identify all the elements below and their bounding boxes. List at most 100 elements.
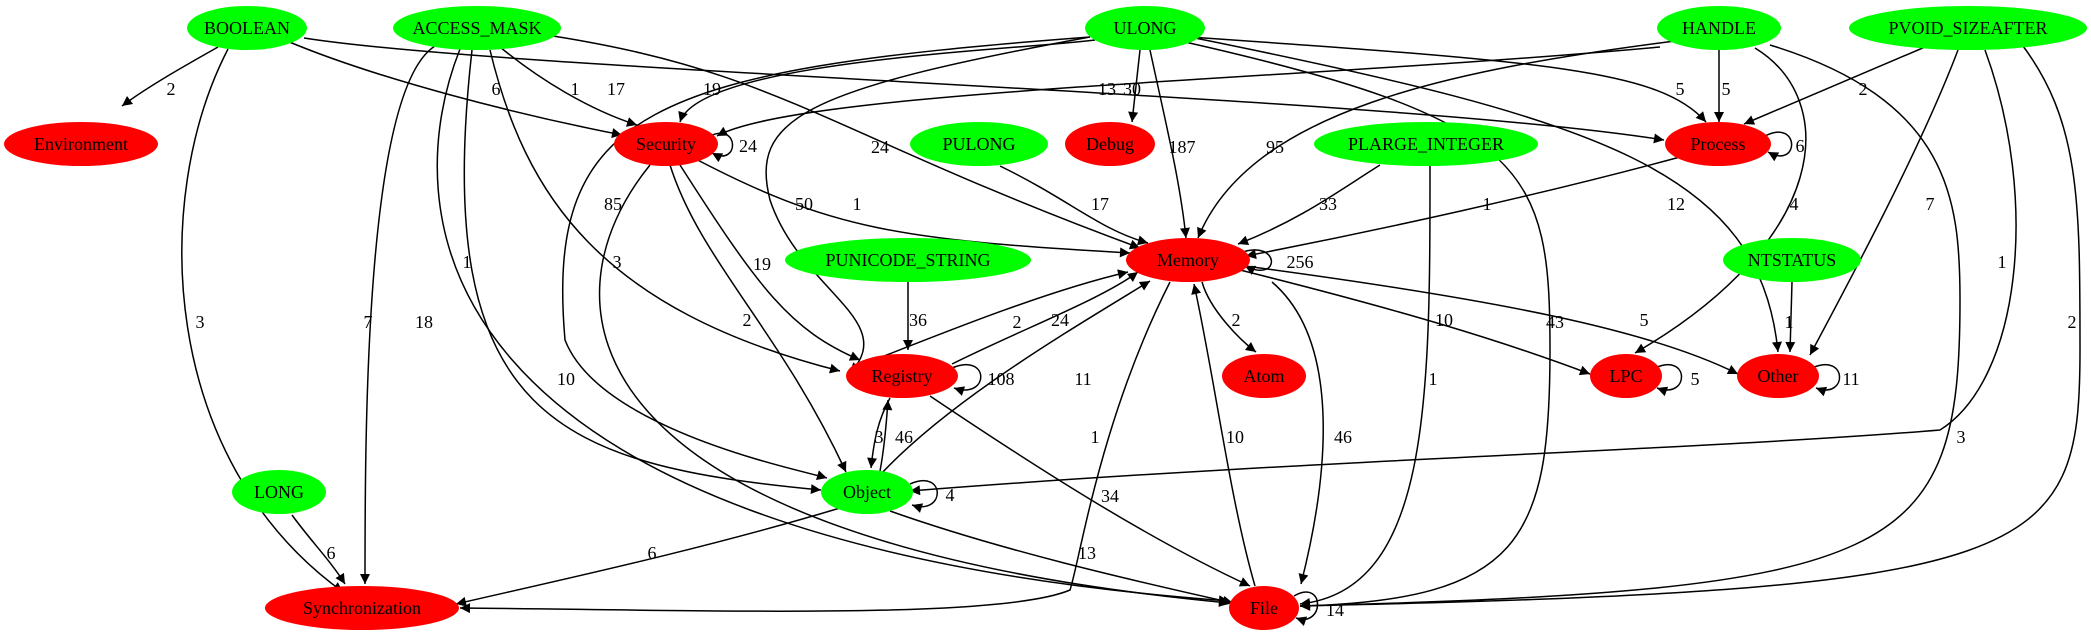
- edge-memory-to-memory: [1239, 249, 1273, 275]
- edge-label-pvoid-sizeafter-to-object: 1: [1998, 252, 2007, 272]
- edge-object-to-memory: [879, 280, 1151, 476]
- edge-process-to-memory: [1245, 156, 1681, 260]
- edge-security-to-memory: [689, 155, 1131, 258]
- edge-label-security-to-memory: 1: [853, 194, 862, 214]
- edge-label-handle-to-security: 13: [1098, 79, 1116, 99]
- edge-registry-to-registry: [951, 364, 982, 396]
- edge-object-to-registry: [879, 399, 893, 472]
- edge-label-security-to-registry: 19: [753, 254, 771, 274]
- node-other: Other: [1737, 354, 1819, 398]
- edge-access-mask-to-security: [499, 46, 638, 127]
- node-label-punicode-string: PUNICODE_STRING: [825, 250, 990, 270]
- edge-label-file-to-memory: 10: [1226, 427, 1244, 447]
- edge-label-access-mask-to-registry: 85: [604, 194, 622, 214]
- edge-label-file-to-file: 14: [1326, 600, 1344, 620]
- edge-label-plarge-integer-to-memory: 33: [1319, 194, 1337, 214]
- edge-ntstatus-to-other: [1785, 281, 1796, 353]
- edge-label-ulong-to-process: 5: [1676, 79, 1685, 99]
- edge-label-ulong-to-memory: 187: [1169, 137, 1196, 157]
- edge-label-handle-to-lpc: 4: [1790, 194, 1799, 214]
- edge-label-security-to-object: 2: [743, 310, 752, 330]
- edge-security-to-file: [598, 164, 1230, 608]
- node-shape-lpc: [1590, 354, 1662, 398]
- edge-access-mask-to-synchronization: [360, 45, 436, 585]
- edge-boolean-to-synchronization: [181, 48, 344, 593]
- edge-boolean-to-process: [303, 37, 1665, 144]
- node-shape-pulong: [910, 122, 1048, 166]
- node-memory: Memory: [1126, 238, 1250, 282]
- edge-access-mask-to-object: [463, 49, 822, 495]
- node-shape-other: [1737, 354, 1819, 398]
- edge-object-to-object: [909, 480, 938, 513]
- edge-file-to-file: [1293, 591, 1319, 626]
- edge-label-access-mask-to-memory: 24: [871, 137, 889, 157]
- node-label-atom: Atom: [1243, 366, 1284, 386]
- node-label-security: Security: [636, 134, 696, 154]
- node-shape-pvoid-sizeafter: [1849, 6, 2087, 50]
- edge-boolean-to-environment: [121, 46, 219, 107]
- node-access-mask: ACCESS_MASK: [393, 6, 561, 50]
- edge-ulong-to-registry: [765, 36, 1091, 374]
- node-long: LONG: [232, 470, 326, 514]
- edge-ulong-to-file: [1184, 41, 1551, 611]
- node-shape-file: [1229, 586, 1299, 630]
- edge-label-ntstatus-to-other: 1: [1785, 312, 1794, 332]
- edge-process-to-process: [1764, 131, 1793, 162]
- edge-pvoid-sizeafter-to-file: [1299, 41, 2081, 611]
- edge-label-access-mask-to-synchronization: 7: [364, 312, 373, 332]
- node-synchronization: Synchronization: [265, 586, 459, 630]
- edge-label-punicode-string-to-registry: 36: [909, 310, 927, 330]
- node-label-lpc: LPC: [1609, 366, 1642, 386]
- edge-label-registry-to-file: 34: [1101, 486, 1119, 506]
- node-label-boolean: BOOLEAN: [204, 18, 290, 38]
- node-label-process: Process: [1691, 134, 1746, 154]
- edge-label-handle-to-file: 3: [1957, 427, 1966, 447]
- node-punicode-string: PUNICODE_STRING: [785, 238, 1031, 282]
- edge-label-ulong-to-other: 12: [1667, 194, 1685, 214]
- edge-memory-to-synchronization: [459, 281, 1171, 614]
- node-debug: Debug: [1065, 122, 1155, 166]
- edge-pvoid-sizeafter-to-object: [909, 49, 2017, 496]
- edge-plarge-integer-to-file: [1299, 165, 1431, 608]
- edge-label-registry-to-memory: 2: [1013, 312, 1022, 332]
- edge-label-handle-to-memory: 95: [1266, 137, 1284, 157]
- edge-label-access-mask-to-security: 17: [607, 79, 625, 99]
- node-label-file: File: [1250, 598, 1278, 618]
- edge-memory-to-registry: [951, 271, 1139, 365]
- edge-label-ulong-to-file: 43: [1546, 312, 1564, 332]
- node-label-registry: Registry: [872, 366, 933, 386]
- node-boolean: BOOLEAN: [187, 6, 307, 50]
- node-shape-memory: [1126, 238, 1250, 282]
- edge-label-ulong-to-registry: 50: [795, 194, 813, 214]
- edge-label-long-to-synchronization: 6: [327, 543, 336, 563]
- node-shape-process: [1665, 122, 1771, 166]
- edge-pvoid-sizeafter-to-other: [1809, 49, 1959, 356]
- edge-label-memory-to-registry: 24: [1051, 310, 1069, 330]
- edge-object-to-synchronization: [455, 507, 841, 607]
- edge-security-to-security: [707, 132, 734, 163]
- edge-access-mask-to-registry: [489, 49, 841, 374]
- edge-handle-to-lpc: [1634, 47, 1807, 354]
- edge-label-memory-to-file: 46: [1334, 427, 1352, 447]
- node-pvoid-sizeafter: PVOID_SIZEAFTER: [1849, 6, 2087, 50]
- edge-other-to-other: [1811, 364, 1841, 397]
- edge-pvoid-sizeafter-to-process: [1743, 46, 1926, 125]
- edge-label-other-to-other: 11: [1842, 369, 1859, 389]
- edge-ulong-to-debug: [1128, 49, 1141, 123]
- edge-label-memory-to-other: 5: [1640, 310, 1649, 330]
- edge-label-ulong-to-security: 19: [703, 79, 721, 99]
- node-label-pvoid-sizeafter: PVOID_SIZEAFTER: [1888, 18, 2047, 38]
- node-label-debug: Debug: [1086, 134, 1134, 154]
- node-label-ulong: ULONG: [1114, 18, 1177, 38]
- edge-security-to-object: [669, 164, 847, 473]
- edge-label-handle-to-process: 5: [1722, 79, 1731, 99]
- node-label-pulong: PULONG: [942, 134, 1015, 154]
- edge-label-pvoid-sizeafter-to-file: 2: [2068, 312, 2077, 332]
- edge-security-to-registry: [679, 164, 861, 361]
- node-pulong: PULONG: [910, 122, 1048, 166]
- node-shape-ulong: [1085, 6, 1205, 50]
- edge-label-lpc-to-lpc: 5: [1691, 369, 1700, 389]
- edge-label-pvoid-sizeafter-to-other: 7: [1926, 194, 1935, 214]
- node-shape-security: [614, 122, 718, 166]
